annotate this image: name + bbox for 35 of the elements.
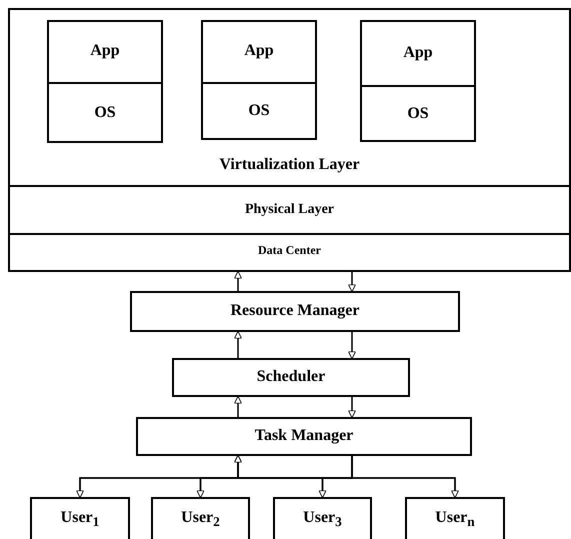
app-label: App: [402, 44, 434, 62]
process-box: [172, 358, 410, 397]
node-label: User$_{n}$: [434, 509, 476, 530]
node-label: Resource Manager: [230, 302, 360, 320]
node-label: User$_{2}$: [180, 509, 221, 530]
layer-band: [10, 185, 569, 235]
node-label: User$_{3}$: [302, 509, 343, 530]
process-box: [130, 291, 460, 332]
arrow: [348, 332, 356, 360]
virtual-machine-box: [201, 20, 317, 140]
app-label: App: [243, 42, 275, 60]
node-label: Task Manager: [254, 426, 354, 445]
node-label: User$_{1}$: [60, 509, 100, 530]
process-box: [136, 417, 472, 456]
process-box: [273, 497, 372, 539]
node-label: Virtualization Layer: [218, 156, 361, 174]
node-label: Physical Layer: [244, 202, 336, 218]
arrow: [234, 270, 242, 291]
virtual-machine-box: [360, 20, 476, 142]
arrow: [348, 397, 356, 418]
app-label: App: [89, 42, 121, 60]
process-box: [151, 497, 250, 539]
virtual-machine-box: [47, 20, 163, 143]
arrow: [234, 330, 242, 358]
os-label: OS: [247, 102, 271, 120]
process-box: [30, 497, 130, 539]
host-box: [8, 8, 571, 272]
arrow: [234, 396, 242, 417]
arrow: [348, 272, 356, 292]
os-label: OS: [406, 104, 430, 122]
arrow: [351, 456, 459, 498]
process-box: [405, 497, 505, 539]
node-label: Data Center: [257, 243, 322, 258]
node-label: Scheduler: [256, 368, 326, 386]
os-label: OS: [93, 104, 117, 122]
